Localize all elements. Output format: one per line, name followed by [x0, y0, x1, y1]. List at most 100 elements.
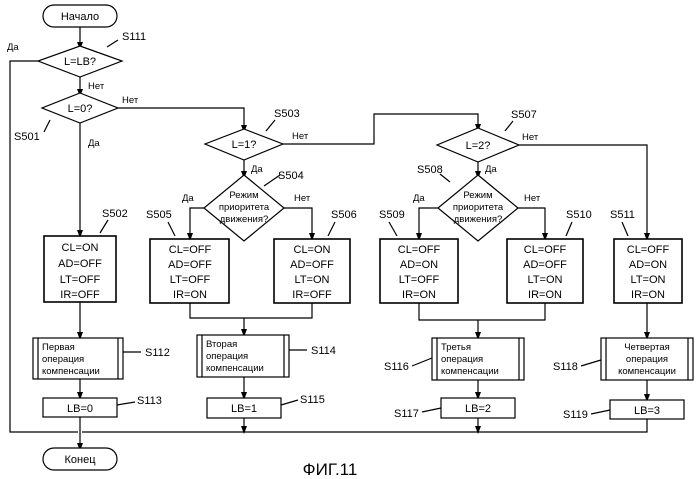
branch-s111-yes: Да — [7, 42, 19, 53]
branch-s503-no: Нет — [292, 131, 309, 142]
state-s509-cl: CL=OFF — [398, 244, 441, 256]
step-label-s503: S503 — [274, 108, 300, 120]
start-terminal: Начало — [43, 5, 117, 27]
state-s509-lt: LT=OFF — [399, 274, 440, 286]
state-s506-ir: IR=OFF — [292, 289, 332, 301]
step-label-s112: S112 — [145, 347, 170, 359]
state-s502-ad: AD=OFF — [58, 258, 102, 270]
state-s511-cl: CL=OFF — [627, 244, 670, 256]
step-label-s117: S117 — [394, 408, 419, 420]
assign-box-s115: LB=1 — [207, 398, 281, 418]
state-s505-ad: AD=OFF — [168, 259, 212, 271]
step-label-s111: S111 — [122, 31, 146, 43]
state-s505-cl: CL=OFF — [169, 244, 212, 256]
assign-box-s113: LB=0 — [43, 398, 117, 417]
decision-s501: L=0? — [42, 93, 118, 123]
state-s510-lt: LT=ON — [528, 274, 563, 286]
step-label-s116: S116 — [384, 361, 409, 373]
step-label-s506: S506 — [331, 209, 357, 221]
step-label-s505: S505 — [146, 209, 172, 221]
branch-s507-yes: Да — [485, 164, 497, 175]
operation-s118-line2: операция — [626, 354, 668, 365]
assign-box-s117: LB=2 — [441, 398, 515, 418]
state-s506-cl: CL=ON — [294, 244, 331, 256]
decision-s508: Режим приоритета движения? — [438, 175, 518, 241]
branch-s504-no: Нет — [294, 193, 311, 204]
figure-caption: ФИГ.11 — [303, 460, 358, 479]
state-s510-ir: IR=ON — [528, 289, 562, 301]
state-s511-ad: AD=ON — [629, 259, 667, 271]
decision-s507: L=2? — [437, 128, 519, 162]
decision-s504-line2: приоритета — [219, 202, 270, 213]
state-box-s509: CL=OFF AD=ON LT=OFF IR=ON — [380, 239, 458, 303]
state-s510-ad: AD=OFF — [523, 259, 567, 271]
state-s502-ir: IR=OFF — [60, 289, 100, 301]
operation-s112-line3: компенсации — [42, 366, 100, 377]
state-box-s511: CL=OFF AD=ON LT=ON IR=ON — [614, 239, 682, 303]
state-s509-ir: IR=ON — [402, 289, 436, 301]
state-s506-lt: LT=ON — [295, 274, 330, 286]
state-box-s502: CL=ON AD=OFF LT=OFF IR=OFF — [44, 236, 116, 302]
operation-s114-line2: операция — [206, 351, 248, 362]
decision-s504-line1: Режим — [229, 190, 258, 201]
end-terminal: Конец — [43, 448, 117, 470]
branch-s503-yes: Да — [251, 164, 263, 175]
decision-s504: Режим приоритета движения? — [204, 175, 284, 241]
step-label-s114: S114 — [311, 345, 336, 357]
state-s510-cl: CL=OFF — [524, 244, 567, 256]
operation-box-s118: Четвертая операция компенсации — [601, 338, 693, 380]
step-label-s511: S511 — [610, 209, 635, 221]
state-box-s506: CL=ON AD=OFF LT=ON IR=OFF — [274, 239, 350, 303]
decision-s508-line3: движения? — [454, 214, 503, 225]
state-s502-cl: CL=ON — [62, 242, 99, 254]
decision-s111: L=LB? — [38, 46, 122, 77]
step-label-s504: S504 — [278, 170, 304, 182]
start-label: Начало — [61, 11, 99, 23]
assign-s113-text: LB=0 — [67, 403, 93, 415]
operation-box-s114: Вторая операция компенсации — [197, 335, 289, 377]
branch-s507-no: Нет — [522, 132, 539, 143]
branch-s111-no: Нет — [88, 81, 105, 92]
state-s505-lt: LT=OFF — [170, 274, 211, 286]
assign-s117-text: LB=2 — [465, 403, 491, 415]
branch-s508-no: Нет — [524, 193, 541, 204]
step-label-s115: S115 — [300, 394, 325, 406]
state-s505-ir: IR=ON — [173, 289, 207, 301]
operation-s114-line3: компенсации — [206, 363, 264, 374]
operation-s112-line1: Первая — [42, 342, 75, 353]
step-label-s510: S510 — [566, 209, 592, 221]
state-s506-ad: AD=OFF — [290, 259, 334, 271]
operation-s116-line1: Третья — [441, 342, 471, 353]
operation-s118-line3: компенсации — [618, 366, 676, 377]
decision-s501-text: L=0? — [68, 103, 93, 115]
operation-s114-line1: Вторая — [206, 339, 237, 350]
decision-s503: L=1? — [205, 129, 283, 160]
operation-box-s112: Первая операция компенсации — [33, 338, 123, 379]
step-label-s502: S502 — [102, 208, 128, 220]
assign-s119-text: LB=3 — [634, 405, 660, 417]
decision-s111-text: L=LB? — [64, 56, 96, 68]
step-label-s501: S501 — [14, 131, 40, 143]
step-label-s508: S508 — [417, 164, 443, 176]
step-label-s118: S118 — [553, 361, 578, 373]
operation-s116-line3: компенсации — [441, 366, 499, 377]
end-label: Конец — [64, 454, 96, 466]
state-s511-ir: IR=ON — [631, 289, 665, 301]
operation-s112-line2: операция — [42, 354, 84, 365]
branch-s504-yes: Да — [182, 193, 194, 204]
state-box-s510: CL=OFF AD=OFF LT=ON IR=ON — [507, 239, 583, 303]
step-label-s119: S119 — [563, 409, 588, 421]
decision-s504-line3: движения? — [220, 214, 269, 225]
state-s511-lt: LT=ON — [631, 274, 666, 286]
state-s502-lt: LT=OFF — [60, 274, 101, 286]
assign-box-s119: LB=3 — [610, 400, 684, 419]
step-label-s507: S507 — [511, 109, 537, 121]
operation-box-s116: Третья операция компенсации — [432, 338, 524, 380]
decision-s507-text: L=2? — [466, 140, 491, 152]
decision-s508-line1: Режим — [463, 190, 492, 201]
state-box-s505: CL=OFF AD=OFF LT=OFF IR=ON — [150, 239, 229, 303]
branch-s501-yes: Да — [88, 138, 100, 149]
operation-s116-line2: операция — [441, 354, 483, 365]
step-label-s509: S509 — [379, 209, 405, 221]
